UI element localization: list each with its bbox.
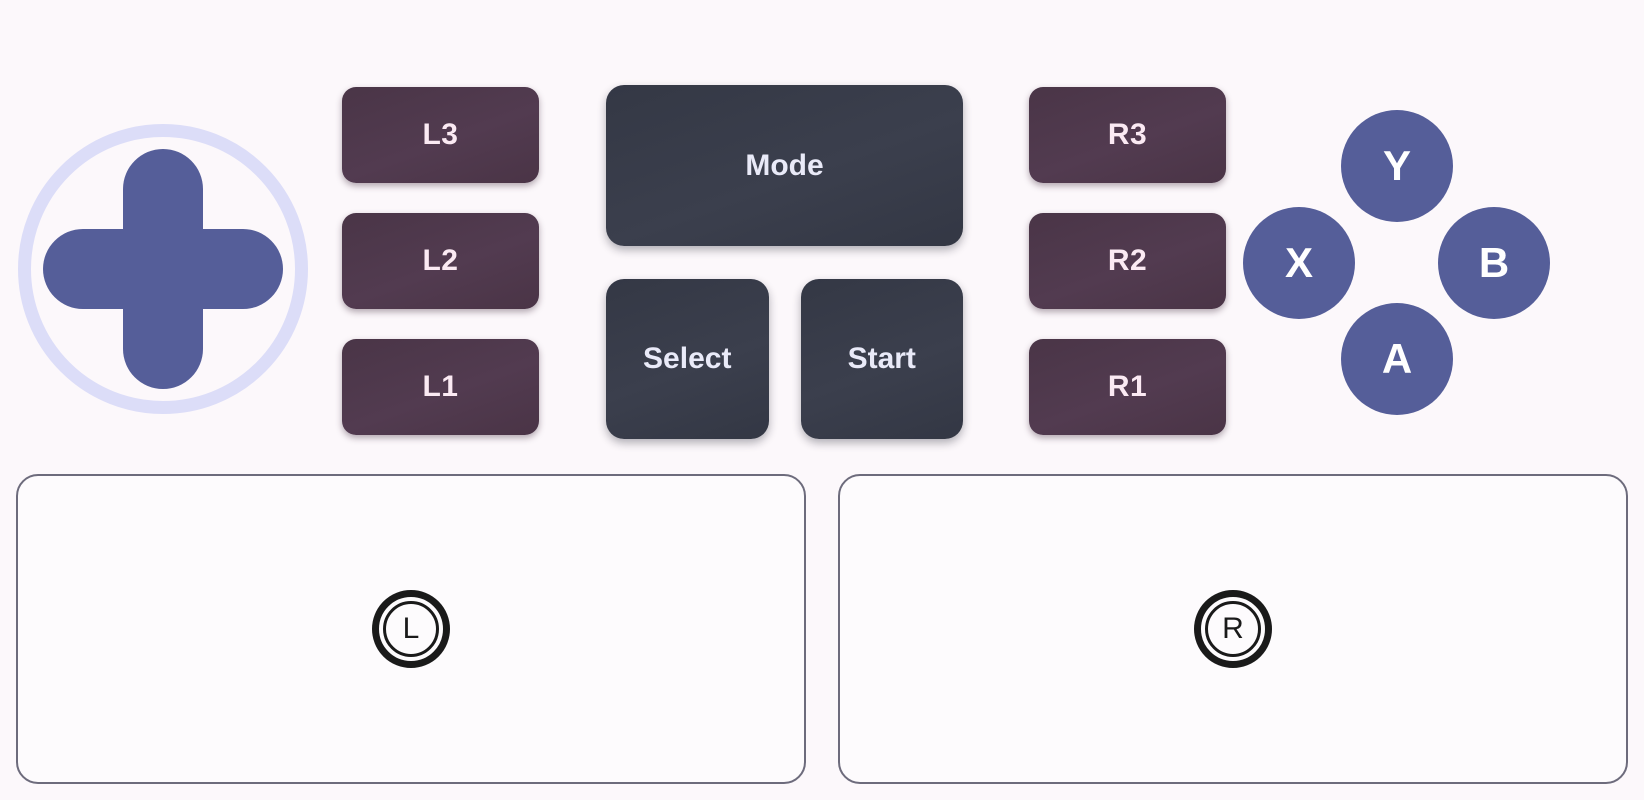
button-mode[interactable]: Mode xyxy=(606,85,963,246)
dpad-cross-icon[interactable] xyxy=(43,149,283,389)
left-stick-pad[interactable]: L xyxy=(16,474,806,784)
right-stick-outer-ring xyxy=(1194,590,1272,668)
button-l2[interactable]: L2 xyxy=(342,213,539,309)
center-cluster: Mode Select Start xyxy=(606,85,963,439)
dpad[interactable] xyxy=(18,124,308,414)
button-r3[interactable]: R3 xyxy=(1029,87,1226,183)
button-l3[interactable]: L3 xyxy=(342,87,539,183)
button-select[interactable]: Select xyxy=(606,279,769,439)
right-stick-inner-ring: R xyxy=(1205,601,1261,657)
button-b[interactable]: B xyxy=(1438,207,1550,319)
right-trigger-column: R3 R2 R1 xyxy=(1029,87,1226,435)
dpad-horizontal-bar xyxy=(43,229,283,309)
button-y[interactable]: Y xyxy=(1341,110,1453,222)
button-l1[interactable]: L1 xyxy=(342,339,539,435)
left-stick-outer-ring xyxy=(372,590,450,668)
select-start-row: Select Start xyxy=(606,279,963,439)
button-start[interactable]: Start xyxy=(800,279,963,439)
left-trigger-column: L3 L2 L1 xyxy=(342,87,539,435)
button-r2[interactable]: R2 xyxy=(1029,213,1226,309)
right-stick-icon: R xyxy=(1194,590,1272,668)
button-a[interactable]: A xyxy=(1341,303,1453,415)
right-stick-pad[interactable]: R xyxy=(838,474,1628,784)
face-button-cluster: Y X B A xyxy=(1243,110,1550,415)
button-r1[interactable]: R1 xyxy=(1029,339,1226,435)
stick-pad-row: L R xyxy=(16,474,1628,784)
left-stick-inner-ring: L xyxy=(383,601,439,657)
left-stick-label: L xyxy=(402,612,420,645)
right-stick-label: R xyxy=(1222,612,1244,645)
left-stick-icon: L xyxy=(372,590,450,668)
button-x[interactable]: X xyxy=(1243,207,1355,319)
